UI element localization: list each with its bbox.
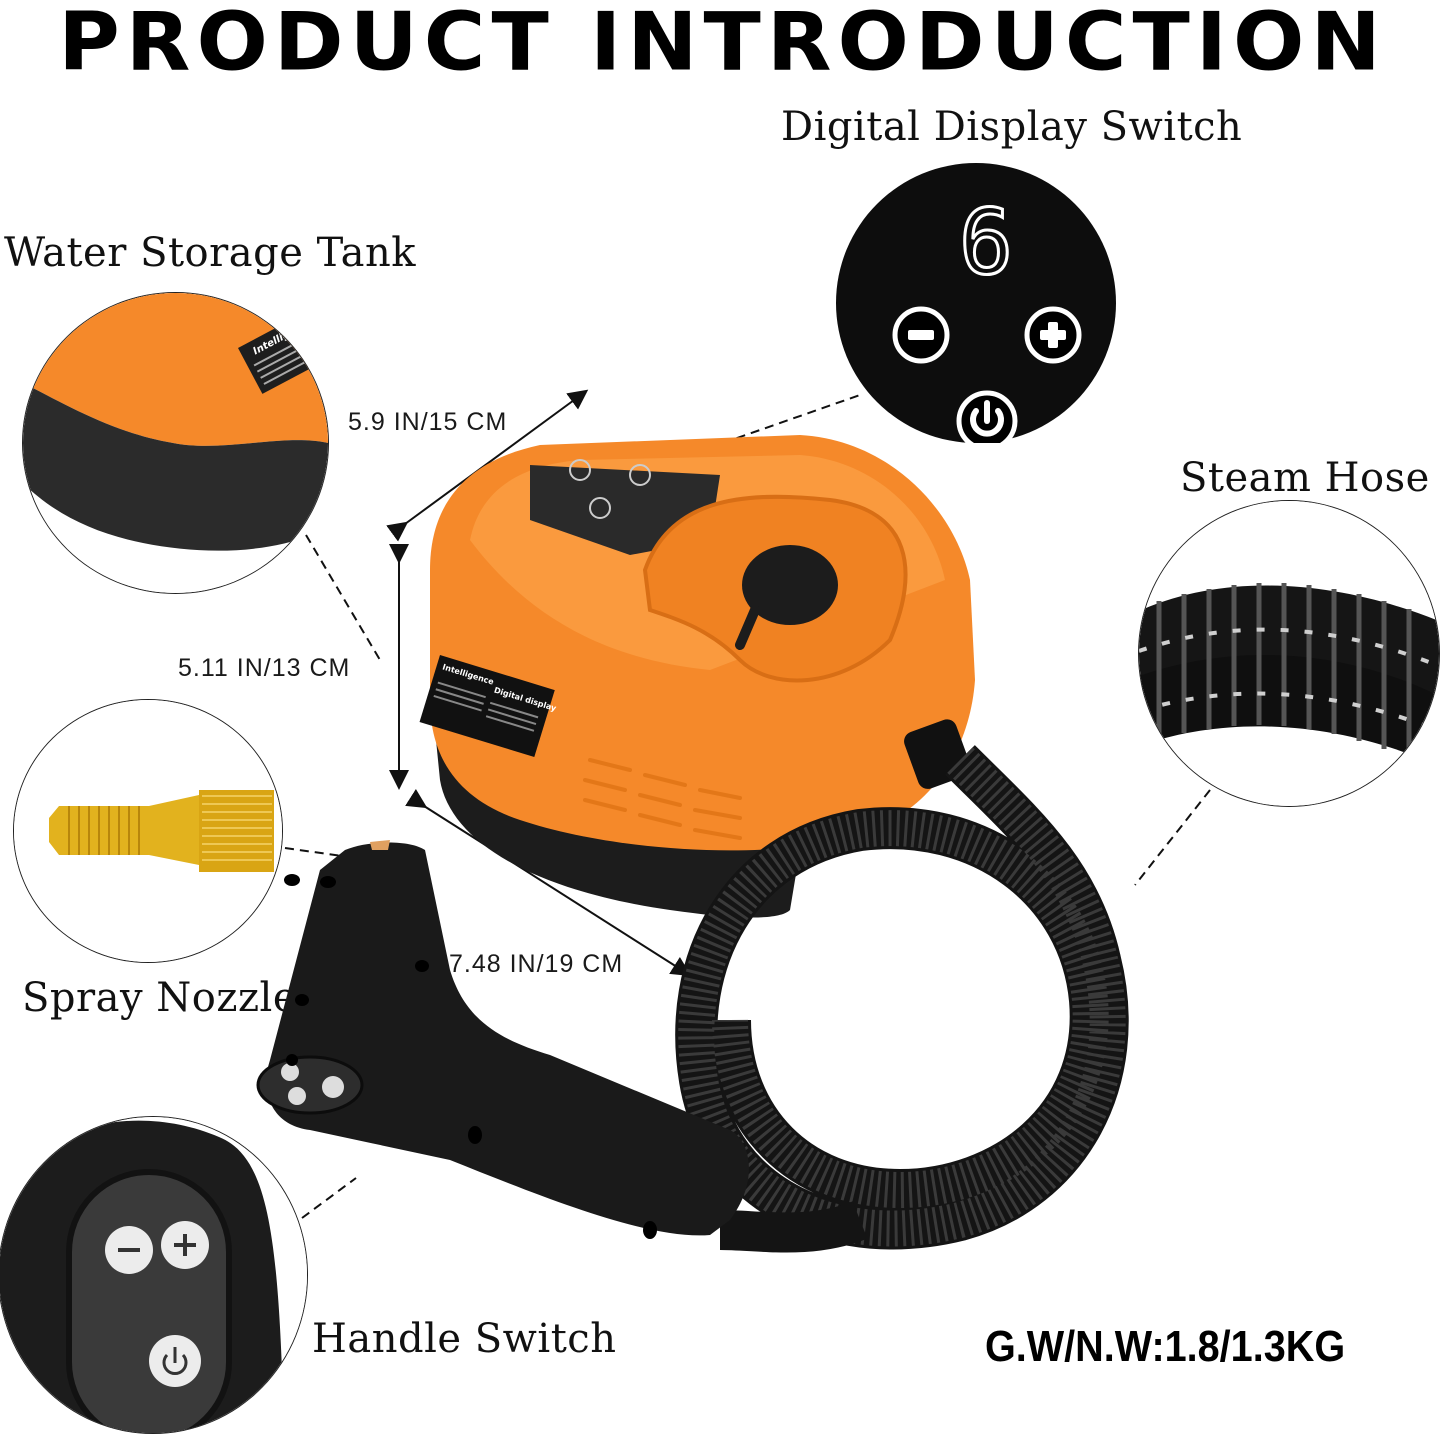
steam-hose-closeup <box>1138 500 1440 807</box>
handle-power-button <box>149 1335 201 1387</box>
callout-digital-display-switch: Digital Display Switch <box>781 104 1243 150</box>
handle-switch-closeup <box>0 1116 308 1434</box>
callout-spray-nozzle: Spray Nozzle <box>22 975 297 1021</box>
spray-nozzle-closeup <box>13 699 283 963</box>
display-digit: 6 <box>959 190 1013 295</box>
callout-handle-switch: Handle Switch <box>312 1316 617 1362</box>
callout-steam-hose: Steam Hose <box>1180 455 1430 501</box>
dimension-height: 5.11 IN/13 CM <box>178 654 351 682</box>
water-tank-closeup: Intelligence <box>22 292 329 594</box>
steam-handle <box>256 840 749 1239</box>
power-icon <box>956 390 1018 443</box>
page-title: PRODUCT INTRODUCTION <box>58 0 1387 89</box>
minus-icon <box>892 306 950 364</box>
weight-spec: G.W/N.W:1.8/1.3KG <box>985 1322 1346 1371</box>
plus-icon <box>1024 306 1082 364</box>
body-label-sticker: Intelligence Digital display <box>419 655 558 758</box>
steam-hose <box>675 745 1129 1253</box>
steamer-body: Intelligence Digital display <box>419 435 975 918</box>
handle-minus-button <box>105 1226 153 1274</box>
callout-water-storage-tank: Water Storage Tank <box>4 230 417 276</box>
handle-button-panel <box>256 1055 364 1115</box>
digital-display-closeup: 6 <box>836 163 1116 443</box>
handle-plus-button <box>161 1221 209 1269</box>
